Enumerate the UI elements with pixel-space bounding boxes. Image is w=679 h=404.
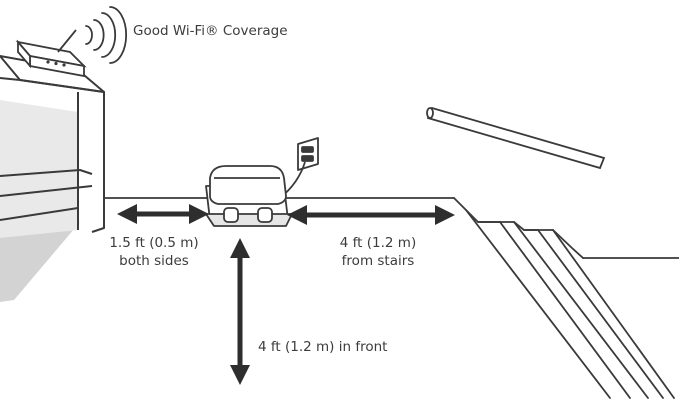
wall-outlet-icon	[297, 137, 319, 171]
stairs-clearance-label: 4 ft (1.2 m) from stairs	[320, 234, 436, 270]
shelf-shadow	[0, 222, 80, 302]
side-clearance-label: 1.5 ft (0.5 m) both sides	[96, 234, 212, 270]
wifi-coverage-label: Good Wi-Fi® Coverage	[133, 23, 288, 39]
side-clearance-distance: 1.5 ft (0.5 m)	[109, 235, 199, 251]
front-clearance-label: 4 ft (1.2 m) in front	[258, 339, 388, 355]
clearance-arrows	[117, 204, 455, 385]
shelf-side-shade	[0, 100, 78, 238]
docking-station	[205, 165, 293, 227]
wifi-signal-icon	[85, 6, 128, 64]
stairs-clearance-distance: 4 ft (1.2 m)	[339, 235, 417, 251]
stairs	[453, 197, 675, 399]
floor-lines	[103, 197, 679, 259]
stair-handrail	[426, 106, 606, 170]
shelf-unit	[0, 55, 105, 302]
side-clearance-note: both sides	[119, 253, 189, 269]
wifi-router	[15, 29, 87, 78]
stairs-clearance-note: from stairs	[341, 253, 415, 269]
